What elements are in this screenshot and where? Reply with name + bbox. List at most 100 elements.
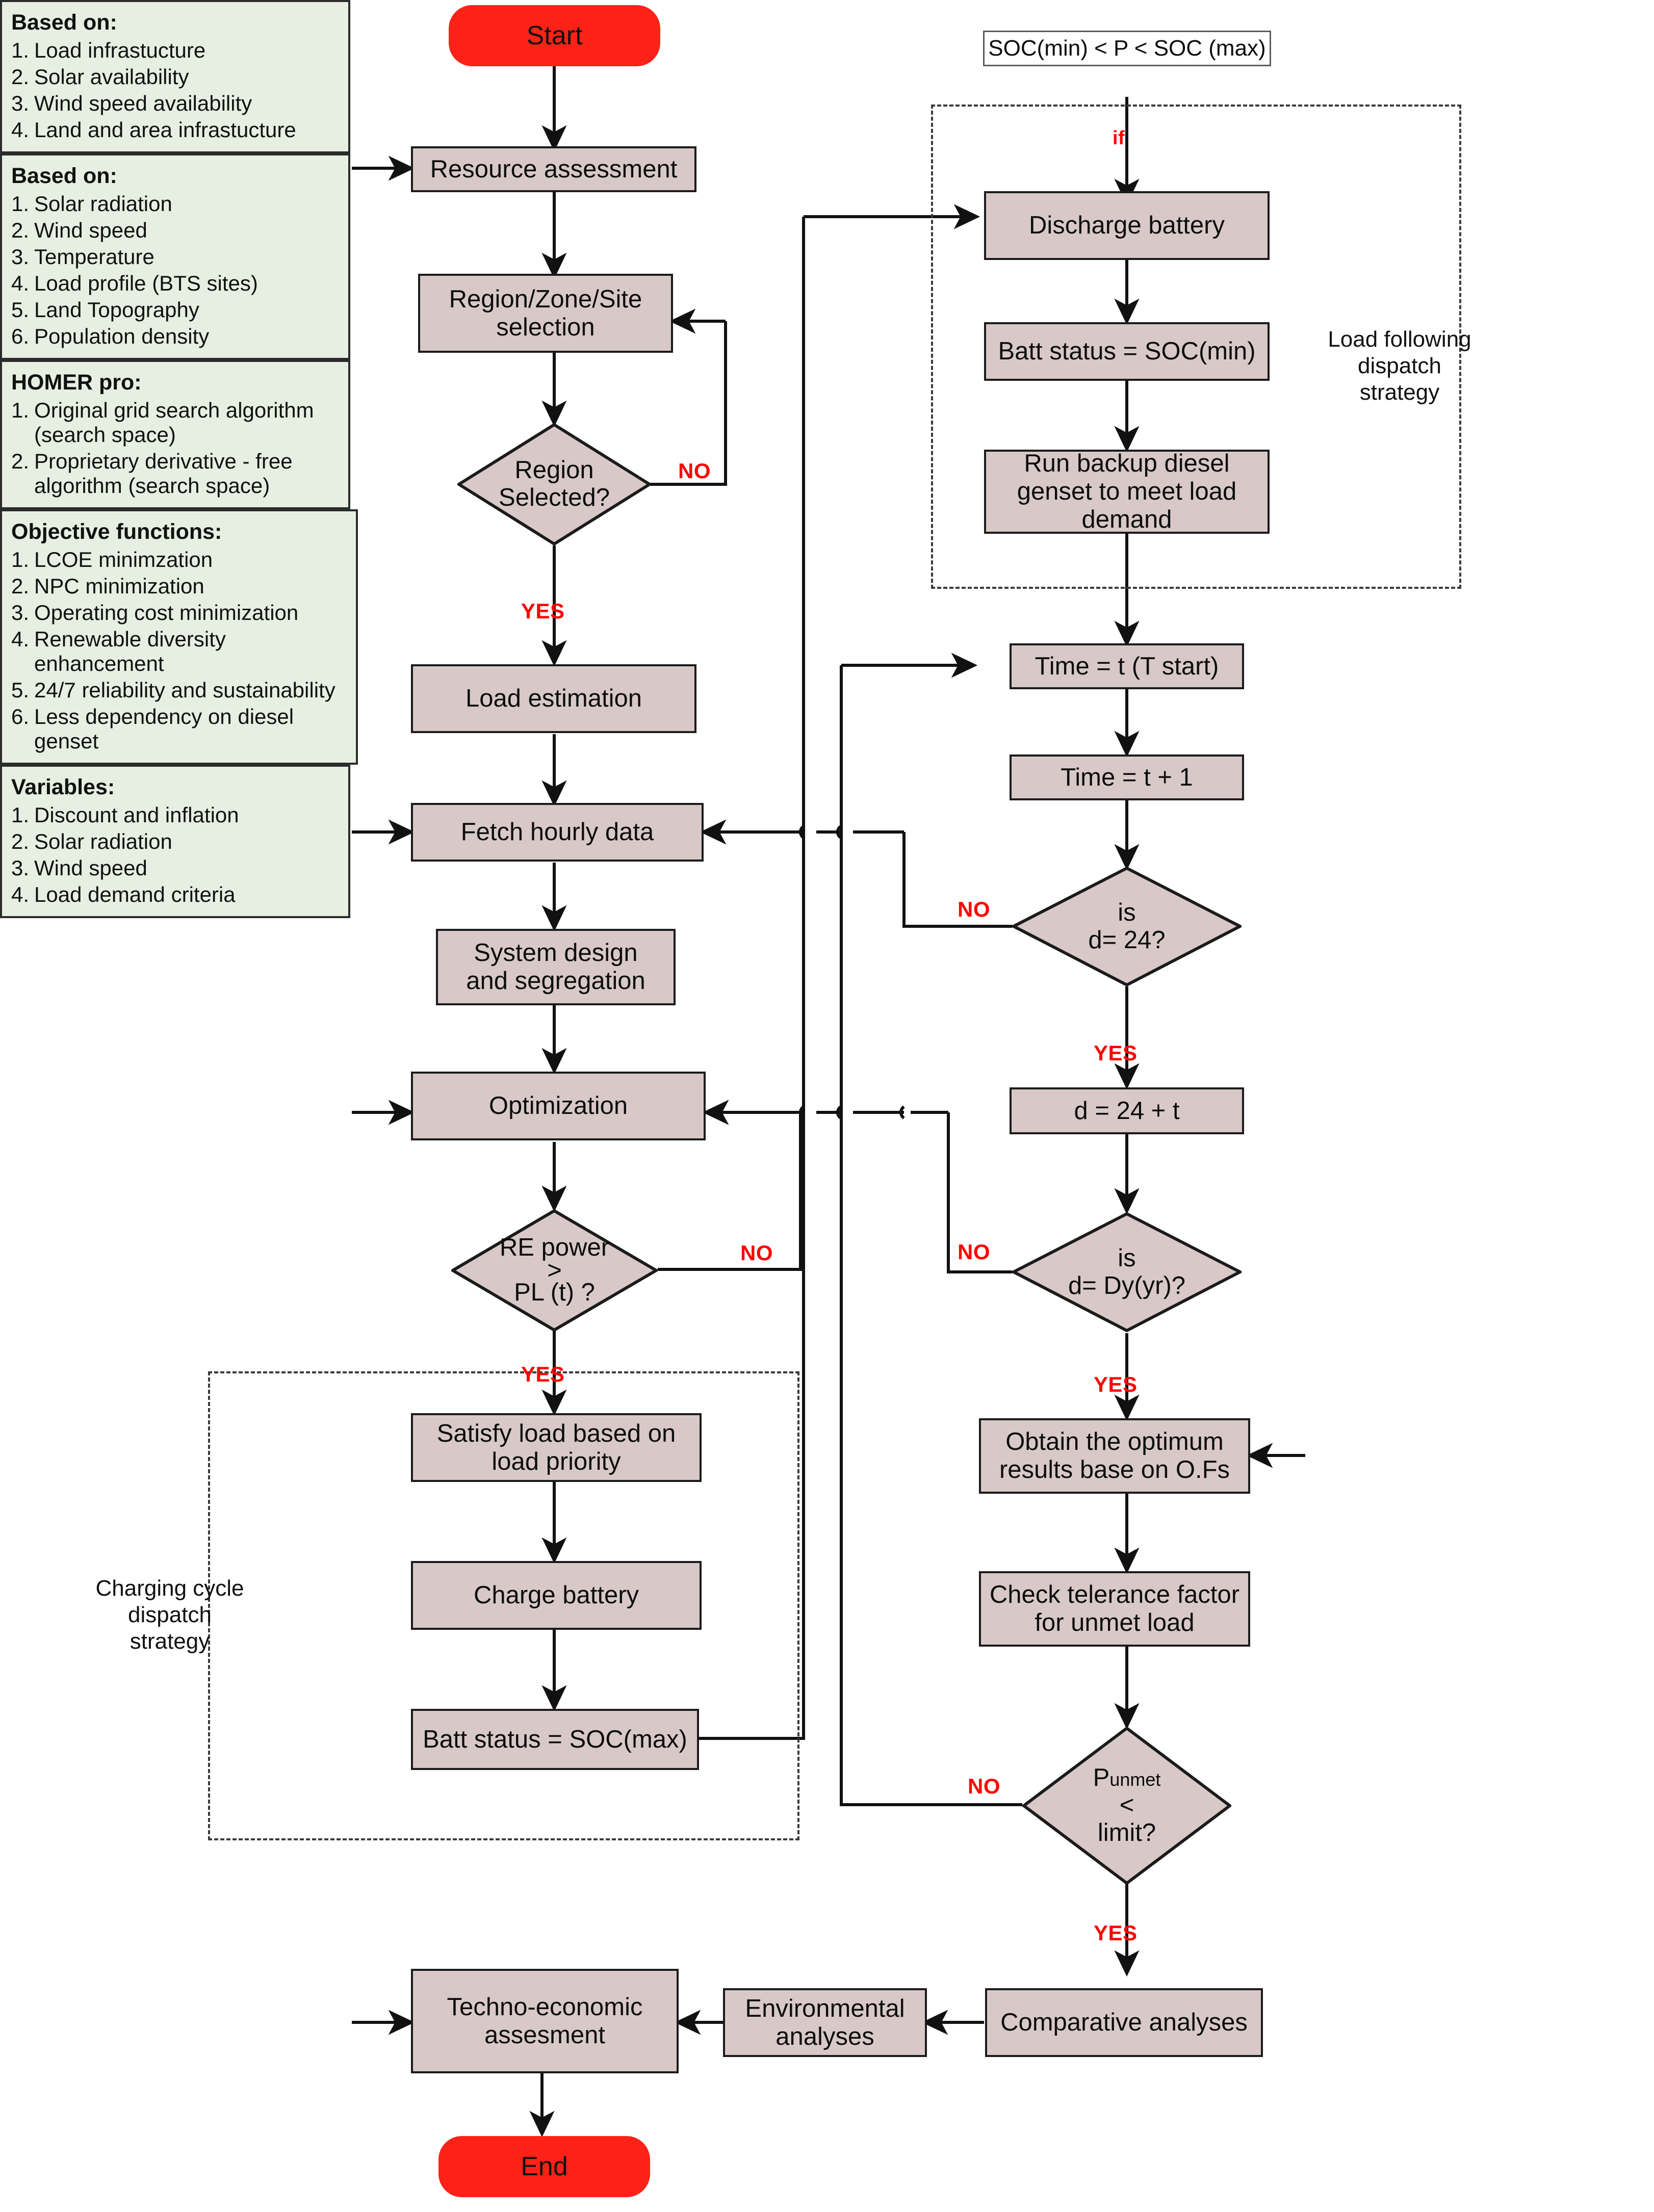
note-list: 1.Original grid search algorithm (search… xyxy=(11,398,340,498)
edge-label-dy-yes: YES xyxy=(1094,1372,1138,1396)
node-run-backup-diesel-genset[interactable]: Run backup diesel genset to meet load de… xyxy=(984,450,1270,534)
decision-is-d-equals-24[interactable]: is d= 24? xyxy=(1010,866,1244,987)
decision-label: Region Selected? xyxy=(499,456,610,511)
item-text: Temperature xyxy=(34,245,154,269)
item-text: Wind speed availability xyxy=(34,91,252,115)
list-item: 1.Discount and inflation xyxy=(11,803,340,827)
note-title: HOMER pro: xyxy=(11,370,142,395)
list-item: 3.Wind speed xyxy=(11,856,340,880)
list-item: 2.Solar radiation xyxy=(11,829,340,854)
item-number: 2. xyxy=(11,574,30,598)
caption-load-following-dispatch: Load following dispatch strategy xyxy=(1328,327,1471,405)
list-item: 5.24/7 reliability and sustainability xyxy=(11,678,348,702)
list-item: 4.Load profile (BTS sites) xyxy=(11,271,340,296)
list-item: 4.Load demand criteria xyxy=(11,882,340,907)
start-terminal[interactable]: Start xyxy=(449,5,660,66)
node-optimization[interactable]: Optimization xyxy=(411,1072,706,1140)
list-item: 4.Land and area infrastucture xyxy=(11,118,340,142)
node-check-tolerance-factor[interactable]: Check telerance factor for unmet load xyxy=(979,1571,1250,1647)
node-obtain-optimum-results[interactable]: Obtain the optimum results base on O.Fs xyxy=(979,1418,1250,1494)
node-satisfy-load-priority[interactable]: Satisfy load based on load priority xyxy=(411,1413,702,1482)
node-label: d = 24 + t xyxy=(1074,1097,1180,1125)
edge-label-punmet-yes: YES xyxy=(1094,1921,1138,1945)
note-based-on-resource: Based on: 1.Load infrastucture 2.Solar a… xyxy=(0,0,350,153)
node-label: Check telerance factor for unmet load xyxy=(989,1581,1240,1636)
decision-label-line2: > xyxy=(547,1256,562,1284)
item-number: 4. xyxy=(11,271,30,295)
node-label: Batt status = SOC(max) xyxy=(423,1725,687,1753)
item-number: 6. xyxy=(11,705,30,728)
node-system-design-segregation[interactable]: System design and segregation xyxy=(436,929,676,1005)
list-item: 1.Original grid search algorithm (search… xyxy=(11,398,340,447)
diamond-shape xyxy=(450,1209,659,1332)
item-text: Discount and inflation xyxy=(34,803,239,827)
list-item: 3.Wind speed availability xyxy=(11,91,340,116)
node-label: Load estimation xyxy=(466,685,642,713)
decision-is-d-equals-dy[interactable]: is d= Dy(yr)? xyxy=(1010,1212,1244,1333)
list-item: 6.Less dependency on diesel genset xyxy=(11,705,348,753)
note-list: 1.Solar radiation 2.Wind speed 3.Tempera… xyxy=(11,192,340,349)
node-label: Time = t + 1 xyxy=(1061,763,1193,791)
item-text: Operating cost minimization xyxy=(34,601,299,624)
diamond-shape xyxy=(1010,866,1244,987)
item-text: NPC minimization xyxy=(34,574,204,598)
item-text: Solar radiation xyxy=(34,192,172,216)
note-objective-functions: Objective functions: 1.LCOE minimzation … xyxy=(0,509,358,765)
list-item: 2.Wind speed xyxy=(11,218,340,243)
decision-punmet-less-than-limit[interactable]: Punmet < limit? xyxy=(1021,1726,1232,1885)
node-label: Techno-economic assesment xyxy=(447,1993,643,2049)
list-item: 6.Population density xyxy=(11,324,340,349)
item-text: Land Topography xyxy=(34,298,199,322)
node-comparative-analyses[interactable]: Comparative analyses xyxy=(985,1988,1263,2057)
edge-label-if: if xyxy=(1113,127,1125,149)
item-text: Load infrastucture xyxy=(34,38,206,62)
list-item: 2.Solar availability xyxy=(11,65,340,89)
punmet-subscript: unmet xyxy=(1109,1769,1161,1790)
end-terminal[interactable]: End xyxy=(438,2136,650,2197)
decision-re-power-gt-pl[interactable]: RE power > PL (t) ? xyxy=(450,1209,659,1332)
item-text: Less dependency on diesel genset xyxy=(34,705,294,753)
node-soc-condition: SOC(min) < P < SOC (max) xyxy=(983,31,1271,66)
decision-region-selected[interactable]: Region Selected? xyxy=(456,423,653,546)
node-load-estimation[interactable]: Load estimation xyxy=(411,664,696,733)
note-variables: Variables: 1.Discount and inflation 2.So… xyxy=(0,765,350,918)
node-time-t-start[interactable]: Time = t (T start) xyxy=(1010,643,1244,689)
note-homer-pro: HOMER pro: 1.Original grid search algori… xyxy=(0,360,350,509)
node-label: SOC(min) < P < SOC (max) xyxy=(988,36,1266,61)
item-number: 4. xyxy=(11,118,30,142)
node-region-zone-site-selection[interactable]: Region/Zone/Site selection xyxy=(418,274,673,353)
node-batt-status-soc-min[interactable]: Batt status = SOC(min) xyxy=(984,322,1270,381)
item-text: Solar radiation xyxy=(34,829,172,853)
item-text: Wind speed xyxy=(34,856,147,880)
end-label: End xyxy=(521,2151,568,2181)
item-number: 2. xyxy=(11,65,30,89)
node-d-equals-24-plus-t[interactable]: d = 24 + t xyxy=(1010,1087,1244,1134)
item-number: 1. xyxy=(11,38,30,62)
item-number: 6. xyxy=(11,324,30,348)
load-following-dispatch-group xyxy=(931,105,1461,589)
node-fetch-hourly-data[interactable]: Fetch hourly data xyxy=(411,803,704,862)
item-text: Original grid search algorithm (search s… xyxy=(34,398,314,447)
node-resource-assessment[interactable]: Resource assessment xyxy=(411,146,696,192)
node-label: Satisfy load based on load priority xyxy=(436,1419,676,1475)
item-number: 3. xyxy=(11,91,30,115)
caption-charging-cycle-dispatch: Charging cycle dispatch strategy xyxy=(95,1576,244,1654)
start-label: Start xyxy=(526,20,583,50)
node-batt-status-soc-max[interactable]: Batt status = SOC(max) xyxy=(411,1709,699,1770)
note-title: Variables: xyxy=(11,775,115,799)
item-number: 2. xyxy=(11,218,30,242)
node-time-t-plus-1[interactable]: Time = t + 1 xyxy=(1010,754,1244,800)
item-text: Load demand criteria xyxy=(34,882,236,906)
node-techno-economic-assessment[interactable]: Techno-economic assesment xyxy=(411,1969,679,2073)
note-based-on-data: Based on: 1.Solar radiation 2.Wind speed… xyxy=(0,153,350,360)
item-text: Land and area infrastucture xyxy=(34,118,296,142)
node-environmental-analyses[interactable]: Environmental analyses xyxy=(723,1988,927,2057)
edge-label-d24-yes: YES xyxy=(1094,1041,1138,1065)
node-discharge-battery[interactable]: Discharge battery xyxy=(984,191,1270,260)
item-number: 1. xyxy=(11,548,30,571)
edge-label-region-yes: YES xyxy=(521,599,565,623)
item-number: 1. xyxy=(11,803,30,827)
decision-label-line2: d= 24? xyxy=(1088,926,1166,954)
node-charge-battery[interactable]: Charge battery xyxy=(411,1561,702,1630)
